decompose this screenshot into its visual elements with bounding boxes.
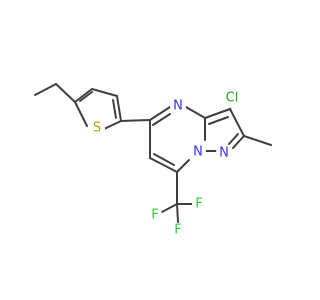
atom-nitrogen-bridge: N (190, 144, 206, 160)
atom-fluorine-left: F (148, 208, 162, 223)
atom-label-n-pyrazole: N (219, 146, 229, 161)
atom-label-s: S (93, 121, 101, 136)
bond-ethyl-ch3-ch2 (34, 83, 57, 96)
atom-label-f-top: F (195, 197, 202, 212)
atom-label-f-bottom: F (174, 223, 181, 238)
atom-nitrogen-pyrazole: N (216, 145, 232, 161)
bond-n8-c7 (176, 159, 190, 173)
atom-layer: S N N N Cl F F F (89, 88, 242, 238)
bond-cf3-f-bottom (176, 203, 179, 223)
bond-thiophene-c2-s1 (101, 120, 122, 131)
bond-thiophene-c5-c4-inner (79, 91, 93, 102)
bond-ethyl-ch2-c5 (55, 83, 76, 103)
atom-fluorine-bottom: F (171, 223, 185, 238)
bond-n4-c3a (185, 106, 206, 119)
atom-fluorine-top: F (192, 197, 206, 212)
bond-c2-n1-inner (228, 133, 239, 145)
bond-thiophene-c3-c2-inner (112, 99, 117, 119)
bond-c7-c6 (149, 157, 178, 173)
bond-c3-c2 (229, 108, 245, 137)
bond-layer (34, 83, 272, 223)
bond-cf3-f-left (161, 203, 178, 213)
bond-thiophene-pyrimidine (120, 119, 151, 122)
bond-c5-n4-inner (152, 113, 171, 126)
atom-chlorine: Cl (222, 88, 242, 108)
atom-label-f-left: F (151, 208, 158, 223)
bond-c5-n4 (149, 106, 171, 121)
bond-c7-c6-inner (153, 153, 175, 166)
bond-thiophene-s1-c5 (74, 101, 88, 127)
atom-label-n-bridge: N (193, 145, 203, 160)
bond-c2-methyl (243, 135, 272, 146)
bond-thiophene-c4-c3 (91, 88, 118, 97)
molecule-diagram: S N N N Cl F F F (34, 83, 272, 238)
bond-c3a-c3-inner (208, 116, 229, 125)
atom-label-cl: Cl (226, 91, 239, 106)
atom-sulfur: S (89, 120, 105, 136)
atom-nitrogen-pyrimidine: N (170, 98, 186, 114)
bond-thiophene-c3-c2 (116, 95, 122, 122)
bond-c2-n1 (232, 135, 245, 149)
atom-label-n-pyrimidine: N (173, 99, 183, 114)
bond-c3a-c3 (204, 108, 231, 119)
bond-thiophene-c5-c4 (74, 88, 93, 103)
